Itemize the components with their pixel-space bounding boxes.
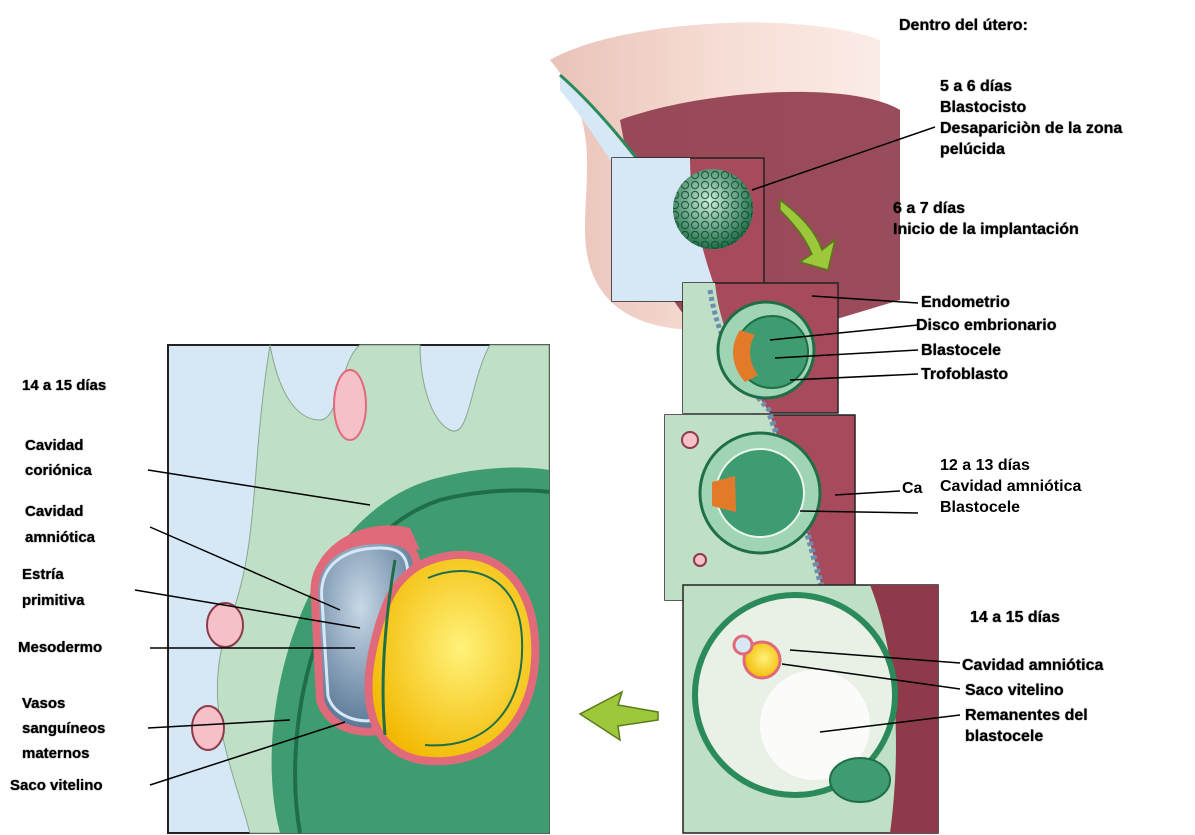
vasos-sanguineos-text: Vasos: [22, 691, 105, 716]
stage-6-7-days-text: Inicio de la implantación: [893, 219, 1079, 240]
remanentes-text: blastocele: [965, 726, 1088, 747]
cavidad-corionica-label: Cavidad coriónica: [25, 433, 92, 483]
partial-label: Ca: [902, 478, 922, 499]
vasos-sanguineos-text: maternos: [22, 741, 105, 766]
estria-primitiva-label: Estría primitiva: [22, 562, 85, 614]
cavidad-amniotica-left-text: amniótica: [25, 525, 95, 551]
stage-14-15-days-right-label: 14 a 15 días: [970, 607, 1060, 628]
stage-12-13-days-label: 12 a 13 días Cavidad amniótica Blastocel…: [940, 455, 1081, 518]
stage-5-6-days-text: Desapariciòn de la zona: [940, 118, 1122, 139]
left-arrow-icon: [580, 692, 658, 740]
blastocele-label: Blastocele: [921, 340, 1001, 361]
day14-right-panel: [683, 585, 938, 833]
stage-5-6-days-label: 5 a 6 días Blastocisto Desapariciòn de l…: [940, 76, 1122, 160]
uterus-heading: Dentro del útero:: [899, 15, 1028, 36]
stage-12-13-days-text: 12 a 13 días: [940, 455, 1081, 476]
endometrio-label: Endometrio: [921, 292, 1010, 313]
saco-vitelino-right-label: Saco vitelino: [965, 680, 1064, 701]
estria-primitiva-text: Estría: [22, 562, 85, 588]
cavidad-amniotica-right-label: Cavidad amniótica: [962, 655, 1103, 676]
stage-5-6-days-text: 5 a 6 días: [940, 76, 1122, 97]
saco-vitelino-left-label: Saco vitelino: [10, 776, 103, 796]
implantation-panel: [683, 283, 838, 413]
vasos-sanguineos-text: sanguíneos: [22, 716, 105, 741]
trofoblasto-label: Trofoblasto: [921, 364, 1008, 385]
cavidad-amniotica-left-label: Cavidad amniótica: [25, 499, 95, 551]
cavidad-corionica-text: coriónica: [25, 458, 92, 483]
stage-6-7-days-label: 6 a 7 días Inicio de la implantación: [893, 198, 1079, 240]
disco-embrionario-label: Disco embrionario: [916, 315, 1056, 336]
detail-panel: [168, 345, 549, 833]
cavidad-amniotica-left-text: Cavidad: [25, 499, 95, 525]
mesodermo-label: Mesodermo: [18, 638, 102, 658]
remanentes-label: Remanentes del blastocele: [965, 705, 1088, 747]
remanentes-text: Remanentes del: [965, 705, 1088, 726]
stage-5-6-days-text: Blastocisto: [940, 97, 1122, 118]
vasos-sanguineos-label: Vasos sanguíneos maternos: [22, 691, 105, 766]
stage-14-15-days-left-label: 14 a 15 días: [22, 376, 106, 396]
stage-12-13-days-text: Blastocele: [940, 497, 1081, 518]
estria-primitiva-text: primitiva: [22, 588, 85, 614]
cavidad-corionica-text: Cavidad: [25, 433, 92, 458]
day12-panel: [665, 415, 855, 600]
stage-5-6-days-text: pelúcida: [940, 139, 1122, 160]
blastocyst-panel: [612, 158, 764, 301]
stage-12-13-days-text: Cavidad amniótica: [940, 476, 1081, 497]
stage-6-7-days-text: 6 a 7 días: [893, 198, 1079, 219]
